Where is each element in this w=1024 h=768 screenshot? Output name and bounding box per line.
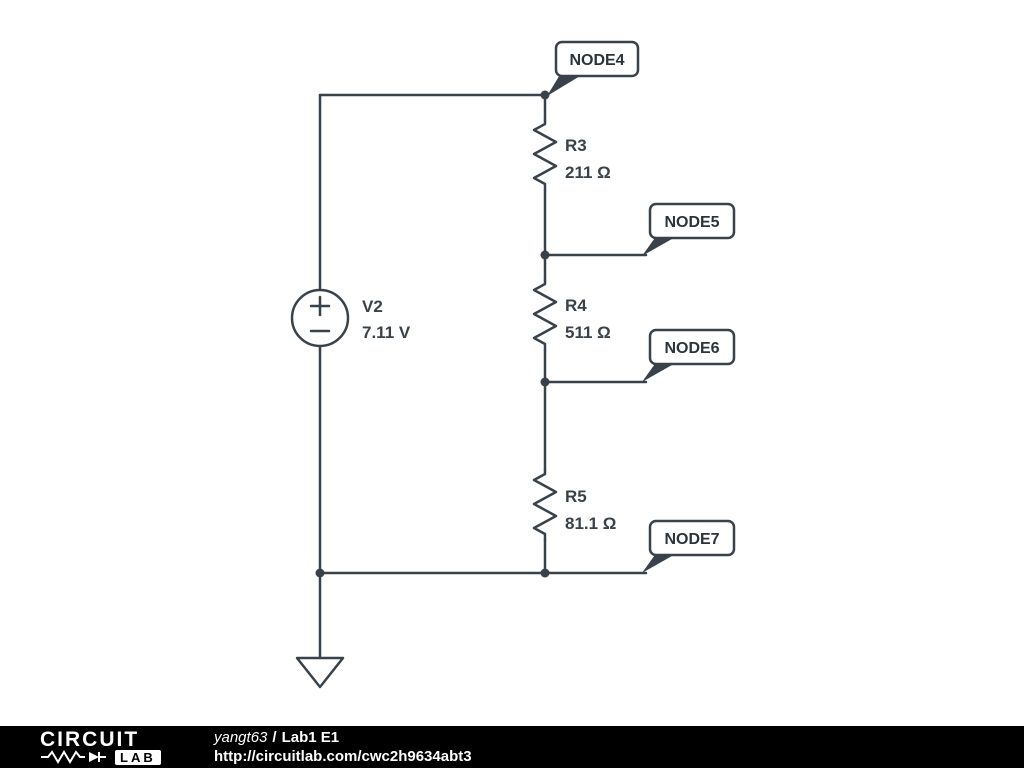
flag-box xyxy=(648,328,736,366)
footer-meta: yangt63 / Lab1 E1 http://circuitlab.com/… xyxy=(214,728,472,766)
voltage-source-circle xyxy=(290,288,350,348)
component-ref: R5 xyxy=(565,487,587,506)
resistor-zigzag-icon xyxy=(532,118,558,192)
node-label: NODE4 xyxy=(569,52,624,69)
logo-circuit-text: CIRCUIT xyxy=(40,727,140,751)
junction-dot xyxy=(540,250,550,260)
component-ref: R4 xyxy=(565,296,587,315)
flag-box xyxy=(554,40,640,78)
resistor-r5[interactable]: R5 81.1 Ω xyxy=(532,468,616,542)
circuitlab-logo: CIRCUIT LAB xyxy=(0,727,178,765)
junction-dot xyxy=(540,90,550,100)
flag-tail-icon xyxy=(642,361,679,382)
flag-box xyxy=(648,202,736,240)
logo-resistor-icon xyxy=(41,750,106,764)
junction-dot xyxy=(540,568,550,578)
voltage-source-v2[interactable]: V2 7.11 V xyxy=(290,288,411,348)
logo-lab-text: LAB xyxy=(115,749,161,765)
node-label: NODE7 xyxy=(664,531,719,548)
node-flag-node5[interactable]: NODE5 xyxy=(642,202,736,256)
schematic-title: Lab1 E1 xyxy=(281,729,340,746)
node-label: NODE6 xyxy=(664,340,719,357)
resistor-r3[interactable]: R3 211 Ω xyxy=(532,118,611,192)
footer-title-line: yangt63 / Lab1 E1 xyxy=(214,728,472,747)
component-ref: R3 xyxy=(565,136,587,155)
footer-bar: CIRCUIT LAB yangt63 / Lab1 E1 http://cir… xyxy=(0,726,1024,768)
flag-box xyxy=(648,519,736,557)
resistor-r4[interactable]: R4 511 Ω xyxy=(532,278,611,352)
resistor-zigzag-icon xyxy=(532,468,558,542)
flag-tail-icon xyxy=(642,235,679,256)
schematic-canvas[interactable]: V2 7.11 V R3 211 Ω R4 511 Ω R5 81.1 Ω NO… xyxy=(0,0,1024,726)
component-value: 81.1 Ω xyxy=(565,514,616,533)
junction-dot xyxy=(315,568,325,578)
component-ref: V2 xyxy=(362,297,383,316)
junction-dot xyxy=(540,377,550,387)
separator: / xyxy=(272,729,277,746)
schematic-url: http://circuitlab.com/cwc2h9634abt3 xyxy=(214,748,472,765)
logo-second-row: LAB xyxy=(40,749,178,765)
component-value: 511 Ω xyxy=(565,323,611,342)
resistor-zigzag-icon xyxy=(532,278,558,352)
node-flag-node4[interactable]: NODE4 xyxy=(547,40,640,96)
component-value: 211 Ω xyxy=(565,163,611,182)
node-flag-node6[interactable]: NODE6 xyxy=(642,328,736,382)
ground-symbol[interactable] xyxy=(295,571,345,689)
author-name: yangt63 xyxy=(214,729,268,746)
node-label: NODE5 xyxy=(664,214,719,231)
logo-diode-icon xyxy=(89,752,99,762)
component-value: 7.11 V xyxy=(362,323,411,342)
flag-tail-icon xyxy=(547,73,585,96)
ground-triangle-icon xyxy=(295,656,345,689)
flag-tail-icon xyxy=(642,552,679,573)
node-flag-node7[interactable]: NODE7 xyxy=(642,519,736,573)
